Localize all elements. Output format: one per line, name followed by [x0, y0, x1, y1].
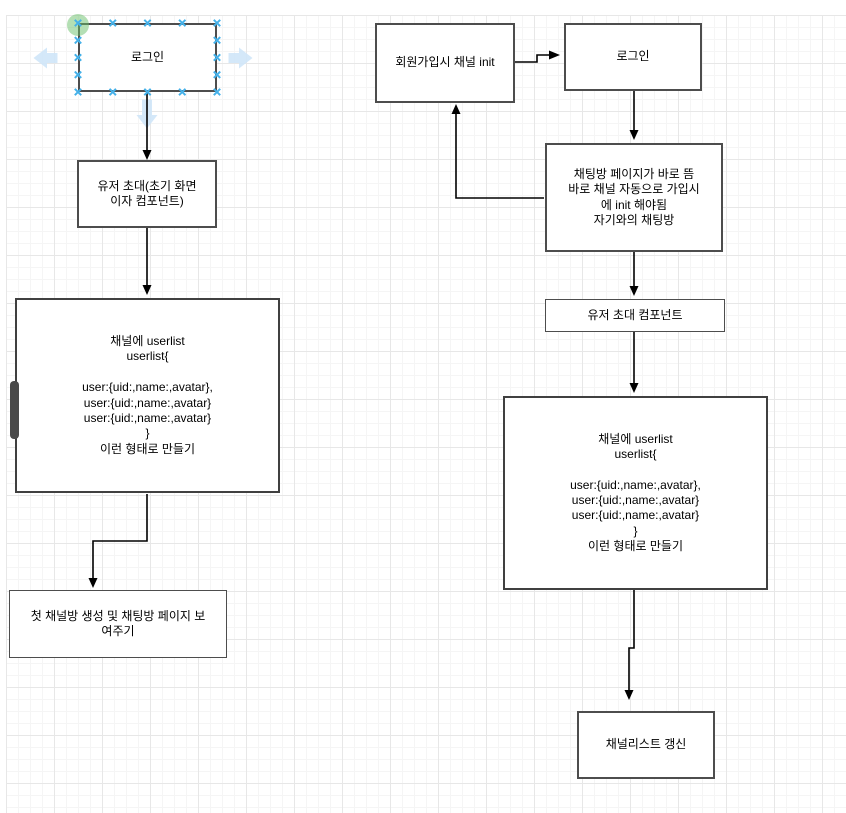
node-login-right[interactable]: 로그인	[564, 23, 702, 91]
node-userlist-right[interactable]: 채널에 userlist userlist{ user:{uid:,name:,…	[503, 396, 768, 590]
node-login-left[interactable]: 로그인	[78, 23, 217, 92]
node-channel-list-right[interactable]: 채널리스트 갱신	[577, 711, 715, 779]
node-label: 회원가입시 채널 init	[395, 55, 495, 70]
node-label: 유저 초대 컴포넌트	[587, 307, 683, 322]
node-chat-page-right[interactable]: 채팅방 페이지가 바로 뜸 바로 채널 자동으로 가입시 에 init 해야됨 …	[545, 143, 723, 252]
node-label: 채팅방 페이지가 바로 뜸 바로 채널 자동으로 가입시 에 init 해야됨 …	[568, 166, 700, 227]
node-invite-left[interactable]: 유저 초대(초기 화면 이자 컴포넌트)	[77, 160, 217, 228]
node-first-channel-left[interactable]: 첫 채널방 생성 및 채팅방 페이지 보 여주기	[9, 590, 227, 658]
node-label: 채널에 userlist userlist{ user:{uid:,name:,…	[82, 334, 213, 456]
node-label: 채널리스트 갱신	[605, 737, 687, 752]
node-label: 유저 초대(초기 화면 이자 컴포넌트)	[97, 178, 197, 208]
collapsed-shape-bar[interactable]	[10, 381, 19, 439]
node-signup-init-right[interactable]: 회원가입시 채널 init	[375, 23, 515, 103]
node-label: 로그인	[616, 49, 650, 64]
node-userlist-left[interactable]: 채널에 userlist userlist{ user:{uid:,name:,…	[15, 298, 280, 493]
node-label: 채널에 userlist userlist{ user:{uid:,name:,…	[570, 431, 701, 554]
node-label: 로그인	[130, 49, 165, 64]
node-label: 첫 채널방 생성 및 채팅방 페이지 보 여주기	[30, 608, 206, 638]
node-invite-component-right[interactable]: 유저 초대 컴포넌트	[545, 299, 725, 332]
